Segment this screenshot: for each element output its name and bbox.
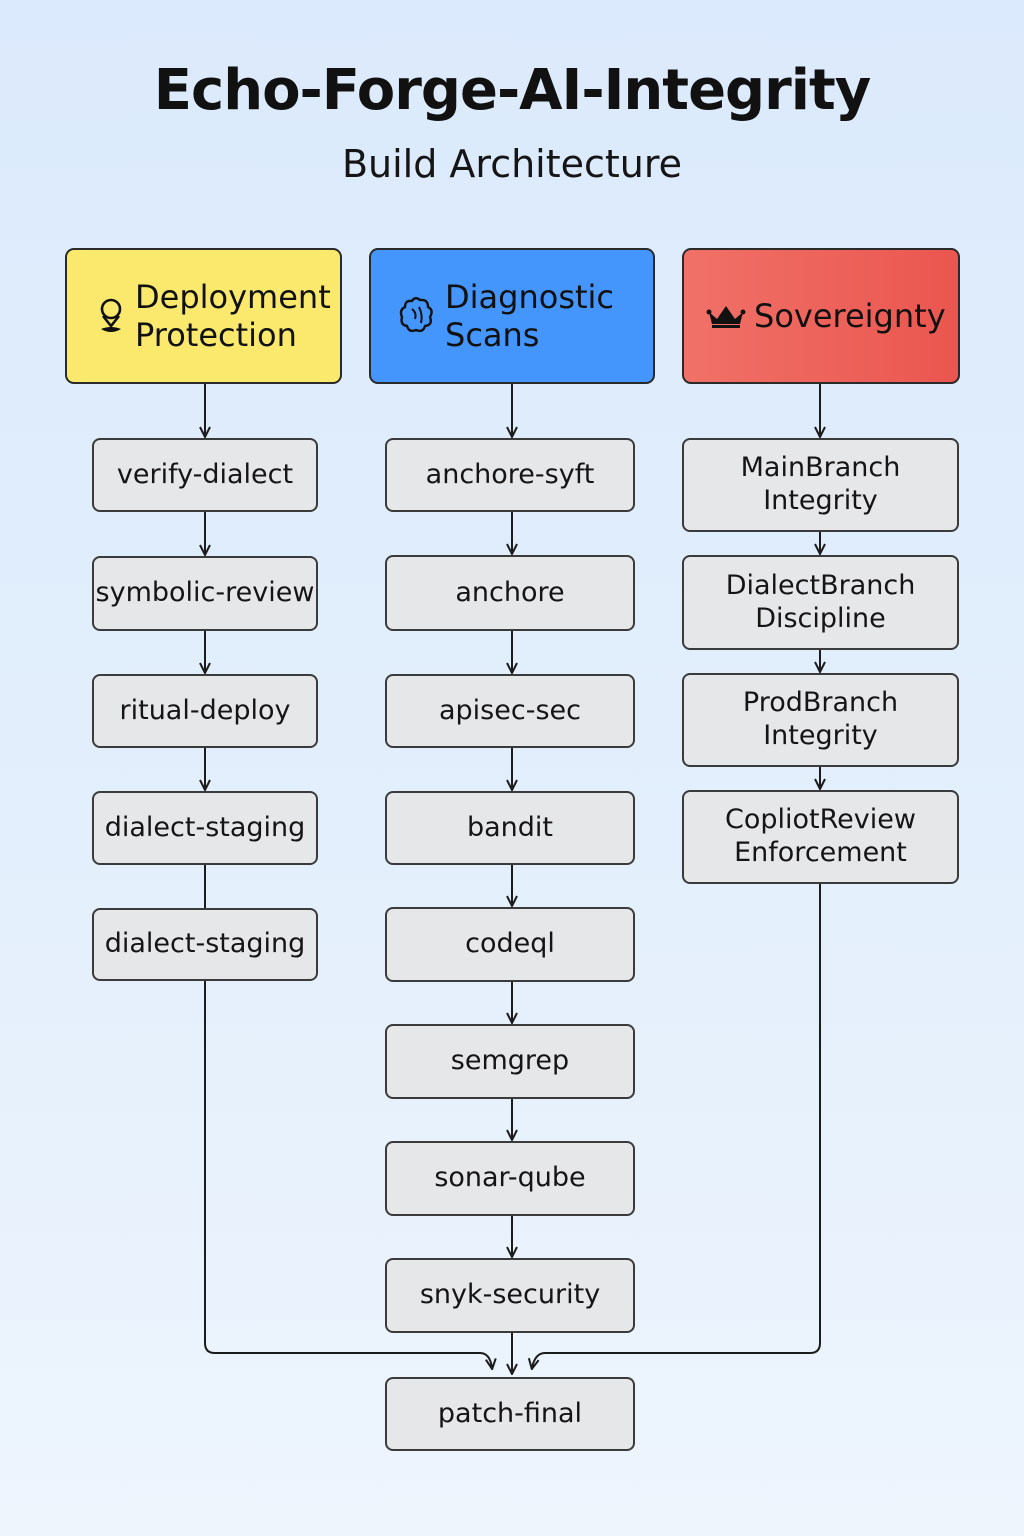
- step-prodbranch-integrity: ProdBranch Integrity: [682, 673, 959, 767]
- step-symbolic-review: symbolic-review: [92, 556, 318, 631]
- header-sovereignty: Sovereignty: [682, 248, 960, 384]
- puzzle-icon: [397, 295, 437, 337]
- step-snyk-security: snyk-security: [385, 1258, 635, 1333]
- step-anchore-syft: anchore-syft: [385, 438, 635, 512]
- step-anchore: anchore: [385, 555, 635, 631]
- diagram-title: Echo-Forge-AI-Integrity: [153, 58, 871, 123]
- step-dialect-staging: dialect-staging: [92, 791, 318, 865]
- step-apisec-sec: apisec-sec: [385, 674, 635, 748]
- step-mainbranch-integrity: MainBranch Integrity: [682, 438, 959, 532]
- header-label: Diagnostic Scans: [445, 277, 615, 354]
- crown-icon: [706, 303, 746, 329]
- step-sonar-qube: sonar-qube: [385, 1141, 635, 1216]
- step-verify-dialect: verify-dialect: [92, 438, 318, 512]
- step-copliotreview-enforcement: CopliotReview Enforcement: [682, 790, 959, 884]
- step-ritual-deploy: ritual-deploy: [92, 674, 318, 748]
- header-deployment-protection: Deployment Protection: [65, 248, 342, 384]
- diagram-subtitle: Build Architecture: [341, 142, 683, 186]
- step-bandit: bandit: [385, 791, 635, 865]
- header-label: Deployment Protection: [135, 277, 331, 354]
- location-pin-icon: [95, 295, 127, 337]
- step-codeql: codeql: [385, 907, 635, 982]
- step-semgrep: semgrep: [385, 1024, 635, 1099]
- step-dialect-staging-2: dialect-staging: [92, 908, 318, 981]
- header-diagnostic-scans: Diagnostic Scans: [369, 248, 655, 384]
- header-label: Sovereignty: [754, 296, 946, 335]
- arrow-c1-final: [204, 981, 492, 1368]
- arrow-c3-final: [532, 884, 821, 1368]
- step-patch-final: patch-final: [385, 1377, 635, 1451]
- step-dialectbranch-discipline: DialectBranch Discipline: [682, 555, 959, 650]
